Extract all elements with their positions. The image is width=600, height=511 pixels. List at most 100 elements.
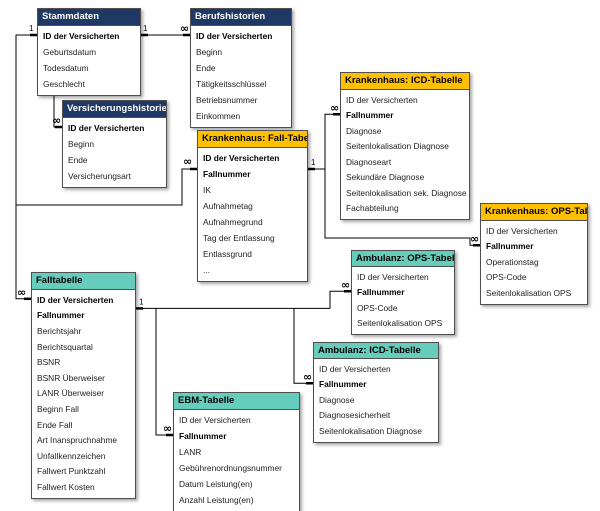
table-field: Tätigkeitsschlüssel xyxy=(196,79,267,89)
table-field: Berichtsquartal xyxy=(37,341,93,352)
table-field: IK xyxy=(203,185,211,195)
table-field: OPS-Code xyxy=(357,302,398,313)
table-field: Beginn xyxy=(68,139,95,149)
amb_icd-table: Ambulanz: ICD-Tabelle ID der Versicherten… xyxy=(313,342,439,443)
cardinality-many-label: ∞ xyxy=(180,22,189,35)
table-field: Fallnummer xyxy=(357,287,405,298)
table-field: Beginn Fall xyxy=(37,403,79,414)
table-field: BSNR Überweiser xyxy=(37,372,105,383)
cardinality-many-label: ∞ xyxy=(330,101,339,114)
table-field: Datum Leistung(en) xyxy=(179,479,253,489)
table-field: Fallnummer xyxy=(179,431,227,441)
table-field: ID der Versicherten xyxy=(486,225,558,236)
table-field: Seitenlokalisation sek. Diagnose xyxy=(346,187,467,198)
cardinality-many-label: ∞ xyxy=(183,155,192,168)
table-title: Ambulanz: OPS-Tabelle xyxy=(352,251,454,267)
table-field: ID der Versicherten xyxy=(179,415,251,425)
table-field: Berichtsjahr xyxy=(37,325,82,336)
amb_ops-table: Ambulanz: OPS-Tabelle ID der Versicherten… xyxy=(351,250,455,335)
table-field: Tag der Entlassung xyxy=(203,233,275,243)
table-field: ID der Versicherten xyxy=(346,94,418,105)
table-field: Versicherungsart xyxy=(68,171,131,181)
table-field: Diagnose xyxy=(319,394,355,405)
table-title: Versicherungshistorien xyxy=(63,101,166,118)
table-field: ID der Versicherten xyxy=(357,271,429,282)
relation-line xyxy=(155,308,173,436)
table-field: Seitenlokalisation Diagnose xyxy=(319,425,422,436)
table-field: Fallnummer xyxy=(203,169,251,179)
table-field: Fallnummer xyxy=(37,310,85,321)
table-field: Aufnahmetag xyxy=(203,201,253,211)
cardinality-one-label: 1 xyxy=(29,24,34,33)
table-field: Einkommen xyxy=(196,111,241,121)
table-field: Sekundäre Diagnose xyxy=(346,172,425,183)
cardinality-many-label: ∞ xyxy=(470,232,479,245)
table-title: Stammdaten xyxy=(38,9,140,26)
relation-line xyxy=(16,168,197,206)
table-field: Aufnahmegrund xyxy=(203,217,263,227)
table-field: Todesdatum xyxy=(43,63,89,73)
table-field: Ende xyxy=(196,63,216,73)
table-field: Diagnosesicherheit xyxy=(319,410,391,421)
cardinality-many-label: ∞ xyxy=(163,422,172,435)
table-field: LANR xyxy=(179,447,202,457)
kh_fall-table: Krankenhaus: Fall-Tabelle ID der Versiche… xyxy=(197,130,308,282)
table-field: ID der Versicherten xyxy=(319,363,391,374)
cardinality-one-label: 1 xyxy=(143,24,148,33)
cardinality-one-label: 1 xyxy=(139,297,144,306)
table-field: Seitenlokalisation Diagnose xyxy=(346,141,449,152)
kh_icd-table: Krankenhaus: ICD-Tabelle ID der Versicher… xyxy=(340,72,470,220)
table-field: ID der Versicherten xyxy=(196,31,273,41)
table-field: Anzahl Leistung(en) xyxy=(179,495,254,505)
table-title: Krankenhaus: Fall-Tabelle xyxy=(198,131,307,148)
table-field: Fallnummer xyxy=(346,110,394,121)
table-title: Falltabelle xyxy=(32,273,135,290)
table-field: Operationstag xyxy=(486,256,539,267)
table-title: Ambulanz: ICD-Tabelle xyxy=(314,343,438,359)
table-title: Krankenhaus: ICD-Tabelle xyxy=(341,73,469,90)
table-field: ID der Versicherten xyxy=(43,31,120,41)
table-field: Diagnose xyxy=(346,125,382,136)
table-field: Beginn xyxy=(196,47,223,57)
table-field: ID der Versicherten xyxy=(68,123,145,133)
cardinality-many-label: ∞ xyxy=(17,286,26,299)
table-field: Diagnoseart xyxy=(346,156,392,167)
table-field: Geschlecht xyxy=(43,79,85,89)
table-field: Fallnummer xyxy=(486,241,534,252)
table-field: Unfallkennzeichen xyxy=(37,450,106,461)
table-field: Ende xyxy=(68,155,88,165)
relation-line xyxy=(15,34,37,300)
versicherungshistorien-table: Versicherungshistorien ID der Versicherte… xyxy=(62,100,167,188)
table-field: Seitenlokalisation OPS xyxy=(486,287,572,298)
table-field: Gebührenordnungsnummer xyxy=(179,463,282,473)
table-field: Seitenlokalisation OPS xyxy=(357,318,443,329)
table-field: ... xyxy=(203,265,210,275)
relation-line xyxy=(329,290,351,309)
table-field: OPS-Code xyxy=(486,272,527,283)
cardinality-many-label: ∞ xyxy=(303,370,312,383)
table-field: ID der Versicherten xyxy=(37,294,114,305)
table-field: Fachabteilung xyxy=(346,203,399,214)
table-field: Entlassgrund xyxy=(203,249,252,259)
table-field: Fallwert Kosten xyxy=(37,481,95,492)
relation-line xyxy=(308,113,340,170)
cardinality-many-label: ∞ xyxy=(341,278,350,291)
table-field: LANR Überweiser xyxy=(37,388,105,399)
table-field: Fallnummer xyxy=(319,379,367,390)
table-title: Berufshistorien xyxy=(191,9,291,26)
cardinality-many-label: ∞ xyxy=(52,114,61,127)
table-field: Art Inanspruchnahme xyxy=(37,435,118,446)
table-field: ID der Versicherten xyxy=(203,153,280,163)
table-field: Betriebsnummer xyxy=(196,95,258,105)
table-field: Geburtsdatum xyxy=(43,47,97,57)
table-title: EBM-Tabelle xyxy=(174,393,299,410)
cardinality-one-label: 1 xyxy=(311,158,316,167)
table-field: Ende Fall xyxy=(37,419,73,430)
